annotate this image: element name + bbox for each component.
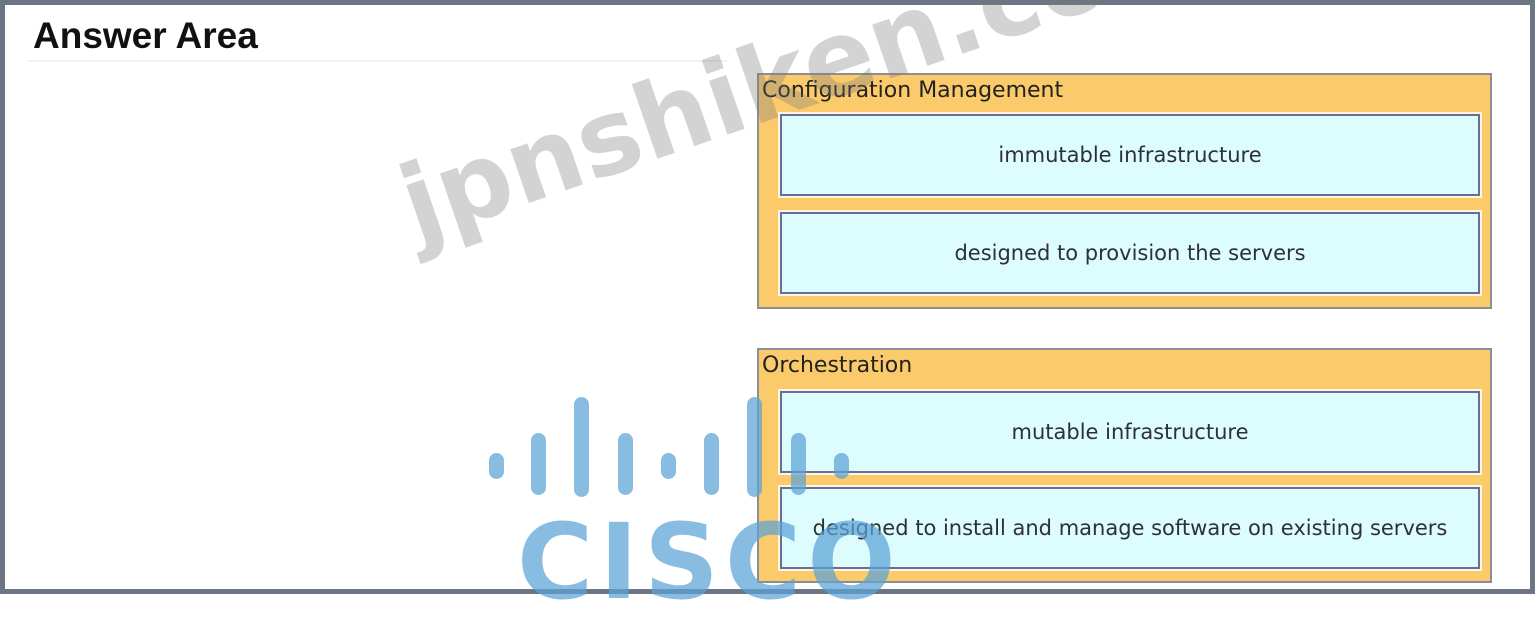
group-title-configuration-management: Configuration Management (762, 78, 1064, 103)
orchestration-group[interactable]: Orchestration mutable infrastructure des… (757, 348, 1492, 583)
title-divider (27, 60, 727, 62)
group-title-orchestration: Orchestration (762, 353, 913, 378)
configuration-management-group[interactable]: Configuration Management immutable infra… (757, 73, 1492, 309)
answer-item-immutable-infrastructure[interactable]: immutable infrastructure (778, 112, 1482, 198)
answer-item-provision-servers[interactable]: designed to provision the servers (778, 210, 1482, 296)
answer-item-mutable-infrastructure[interactable]: mutable infrastructure (778, 389, 1482, 475)
answer-item-install-manage-software[interactable]: designed to install and manage software … (778, 485, 1482, 571)
answer-area-title: Answer Area (33, 15, 258, 56)
